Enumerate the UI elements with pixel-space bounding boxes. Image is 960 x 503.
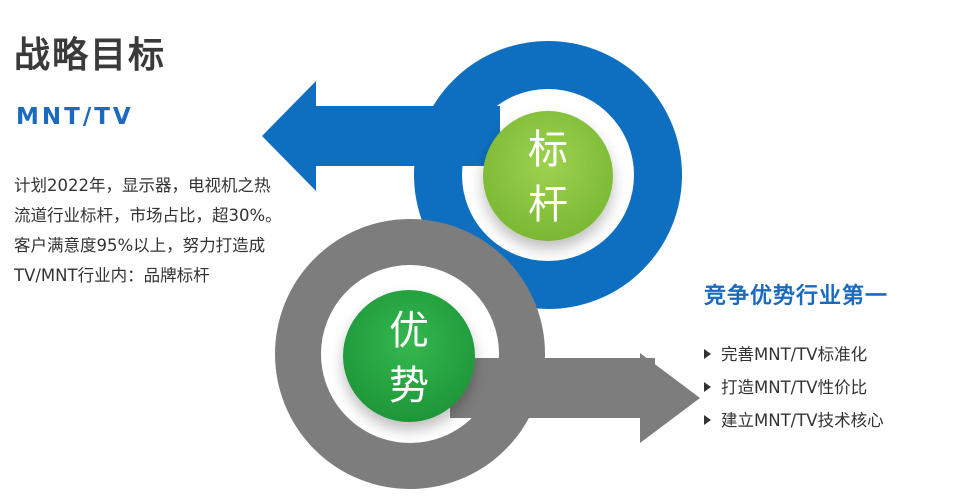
bullet-triangle-icon: [704, 382, 711, 392]
page-title: 战略目标: [14, 35, 167, 76]
list-item: 打造MNT/TV性价比: [704, 371, 884, 404]
list-item-label: 建立MNT/TV技术核心: [721, 411, 884, 430]
description-line: 计划2022年，显示器，电视机之热: [14, 176, 271, 195]
bottom-ring: [275, 219, 545, 489]
section-subtitle: MNT/TV: [16, 104, 134, 130]
advantage-char-1: 优: [389, 308, 429, 354]
description-line: TV/MNT行业内：品牌标杆: [14, 266, 210, 285]
benchmark-char-2: 杆: [528, 182, 568, 228]
advantage-circle: 优 势: [343, 290, 475, 422]
list-item: 建立MNT/TV技术核心: [704, 404, 884, 437]
bullet-triangle-icon: [704, 415, 711, 425]
description-block: 计划2022年，显示器，电视机之热 流道行业标杆，市场占比，超30%。 客户满意…: [14, 171, 324, 291]
benchmark-char-1: 标: [528, 127, 568, 173]
advantage-char-2: 势: [389, 363, 429, 409]
top-ring: [414, 41, 682, 309]
benchmark-circle: 标 杆: [483, 111, 613, 241]
advantage-list: 完善MNT/TV标准化 打造MNT/TV性价比 建立MNT/TV技术核心: [704, 338, 884, 437]
list-item: 完善MNT/TV标准化: [704, 338, 884, 371]
list-item-label: 完善MNT/TV标准化: [721, 345, 868, 364]
bullet-triangle-icon: [704, 349, 711, 359]
list-item-label: 打造MNT/TV性价比: [721, 378, 868, 397]
advantage-title: 竞争优势行业第一: [704, 284, 889, 309]
description-line: 流道行业标杆，市场占比，超30%。: [14, 206, 282, 225]
description-line: 客户满意度95%以上，努力打造成: [14, 236, 266, 255]
